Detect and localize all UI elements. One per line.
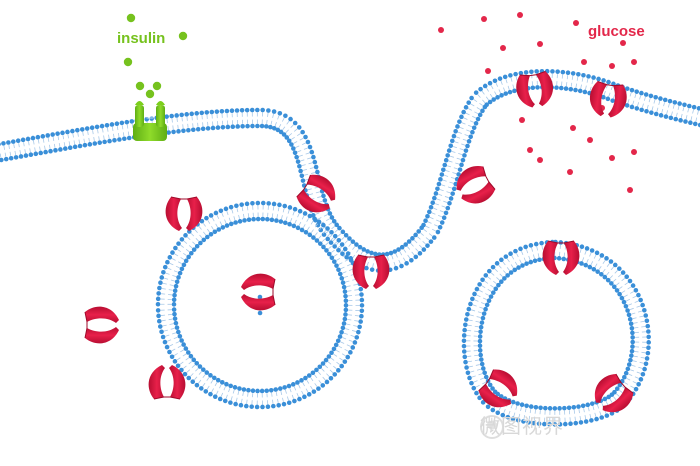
glucose-transporter-icon [456,166,496,204]
glucose-molecule [581,59,587,65]
glucose-transporter-icon [589,80,627,118]
glucose-molecule [500,45,506,51]
glucose-transporter-icon [594,373,634,413]
glucose-molecule [517,12,523,18]
glucose-molecule [631,149,637,155]
insulin-molecule [152,81,162,91]
glucose-transporter-icon [165,196,203,231]
glucose-molecule [573,20,579,26]
glucose-molecule [609,63,615,69]
insulin-molecule [123,57,133,67]
glucose-molecule [537,41,543,47]
glucose-molecule [519,117,525,123]
glucose-transporter-icon [542,240,580,275]
watermark-logo-icon [480,415,504,439]
glucose-molecule [485,68,491,74]
glucose-transporter-icon [241,273,276,311]
cell-membranes [0,68,700,427]
insulin-molecule [126,13,136,23]
insulin-label: insulin [117,30,166,47]
glucose-molecule [620,40,626,46]
glucose-transporter-icon [352,254,390,289]
glucose-molecule [631,59,637,65]
glucose-molecule [627,187,633,193]
glucose-transporter-icon [148,365,186,400]
glucose-transporter-icon [516,70,554,108]
glucose-molecule [570,125,576,131]
glucose-label: glucose [588,23,645,40]
glucose-molecule [567,169,573,175]
glucose-molecule [438,27,444,33]
insulin-receptor-icon [133,101,167,141]
molecules [123,12,637,193]
glucose-molecule [587,137,593,143]
glucose-transporters [84,70,634,413]
glucose-transporter-icon [296,174,336,213]
glucose-molecule [537,157,543,163]
glucose-transporter-icon [84,306,119,344]
watermark-text: 微图视界 [480,414,564,438]
glucose-molecule [527,147,533,153]
glucose-molecule [609,155,615,161]
vesicle-membrane-left [155,200,365,410]
glucose-transporter-icon [478,369,518,408]
glucose-molecule [481,16,487,22]
insulin-molecule [145,89,155,99]
insulin-molecule [135,81,145,91]
insulin-molecule [178,31,188,41]
